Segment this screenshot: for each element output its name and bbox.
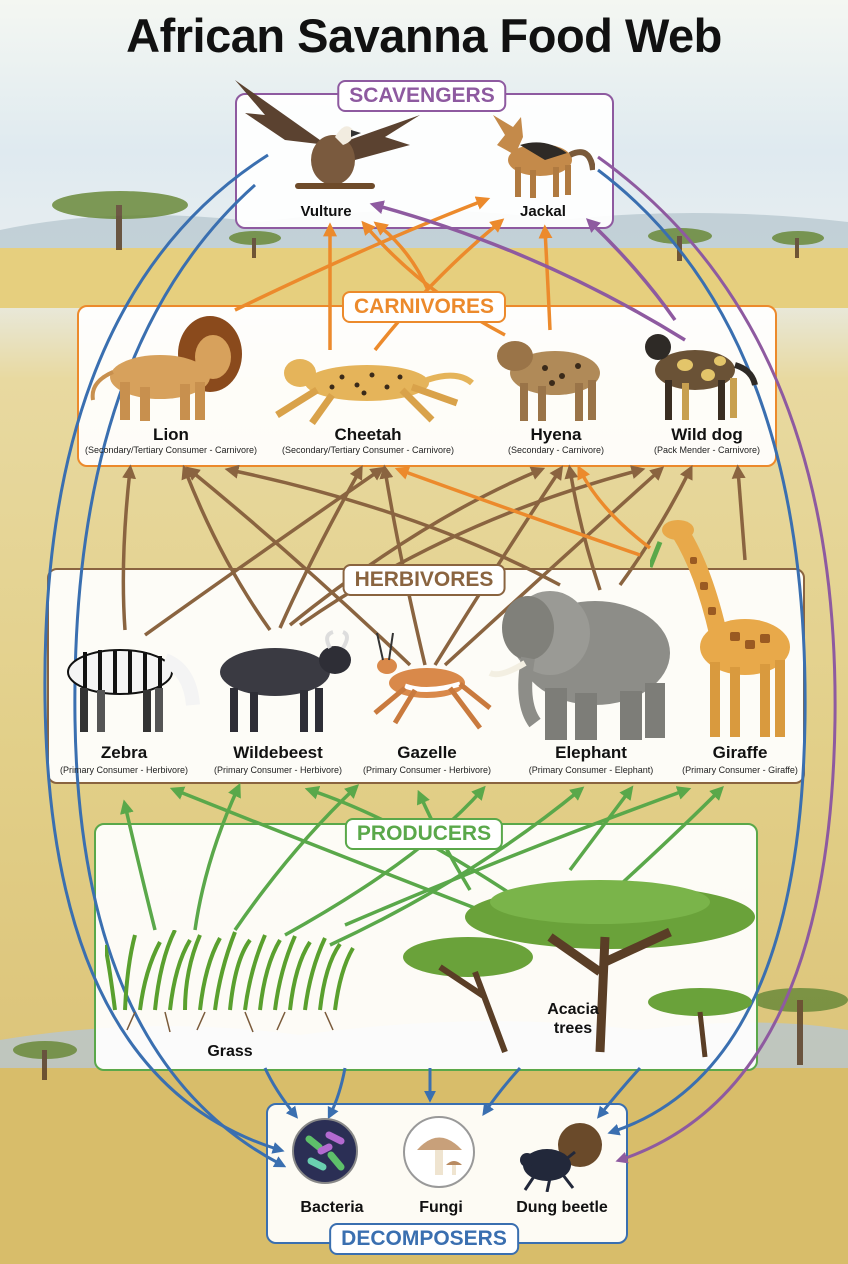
giraffe-to-cheetah — [394, 466, 641, 557]
zebra-to-lion — [121, 464, 137, 631]
vulture-to-bacteria — [43, 153, 285, 1154]
elephant-to-lion — [224, 464, 561, 587]
carnivores-label: CARNIVORES — [341, 291, 507, 323]
giraffe-name: Giraffe — [712, 743, 768, 762]
gazelle-to-lion — [185, 466, 412, 667]
dung-beetle-name: Dung beetle — [516, 1199, 608, 1216]
gazelle-role: (Primary Consumer - Herbivore) — [362, 765, 492, 775]
wildebeest-name: Wildebeest — [233, 743, 323, 762]
jackal-to-dung-beetle-b — [597, 155, 837, 1164]
grass-to-wildebeest — [193, 782, 241, 931]
elephant-role: (Primary Consumer - Elephant) — [528, 765, 654, 775]
grass-to-bacteria — [263, 1067, 298, 1119]
giraffe-icon — [650, 520, 790, 737]
vulture-to-bacteria-b — [73, 183, 287, 1168]
jackal-name: Jackal — [520, 203, 566, 220]
grass-to-elephant — [284, 785, 486, 937]
cheetah-role: (Secondary/Tertiary Consumer - Carnivore… — [281, 445, 455, 455]
acacia-to-elephant — [568, 785, 634, 872]
zebra-icon — [67, 649, 200, 732]
bacteria-name: Bacteria — [300, 1199, 364, 1216]
grass-icon — [105, 930, 355, 1033]
giraffe-role: (Primary Consumer - Giraffe) — [682, 765, 798, 775]
wildebeest-role: (Primary Consumer - Herbivore) — [213, 765, 343, 775]
zebra-role: (Primary Consumer - Herbivore) — [59, 765, 189, 775]
elephant-to-wild-dog — [618, 464, 693, 587]
elephant-name: Elephant — [555, 743, 627, 762]
gazelle-to-wild-dog — [443, 466, 665, 667]
fungi-icon — [403, 1116, 475, 1188]
grass-to-gazelle — [233, 784, 360, 931]
zebra-name: Zebra — [100, 743, 148, 762]
dung-beetle-icon — [520, 1123, 602, 1192]
hyena-name: Hyena — [530, 425, 582, 444]
acacia-trees-name: Acacia trees — [547, 1001, 599, 1037]
lion-to-jackal — [234, 196, 491, 312]
jackal-icon — [493, 115, 595, 198]
cheetah-name: Cheetah — [334, 425, 402, 444]
gazelle-name: Gazelle — [397, 743, 457, 762]
decomposers-label: DECOMPOSERS — [329, 1223, 519, 1255]
wildebeest-to-lion — [181, 464, 272, 632]
lion-name: Lion — [153, 425, 189, 444]
hyena-icon — [497, 341, 600, 421]
acacia-tree-icon — [403, 880, 755, 1058]
wild-dog-name: Wild dog — [671, 425, 743, 444]
bacteria-icon — [292, 1118, 358, 1184]
wild-dog-to-vulture — [369, 200, 686, 342]
giraffe-to-hyena — [577, 464, 652, 550]
vulture-name: Vulture — [300, 203, 352, 220]
lion-to-vulture-b — [373, 221, 430, 291]
hyena-to-jackal — [538, 224, 553, 331]
giraffe-to-wild-dog — [731, 464, 747, 561]
acacia-to-dung-beetle — [597, 1066, 642, 1119]
elephant-to-hyena — [564, 464, 602, 591]
wild-dog-to-jackal — [585, 218, 677, 322]
acacia-to-giraffe — [618, 786, 724, 887]
grass-to-giraffe-a — [329, 786, 585, 947]
gazelle-icon — [373, 632, 492, 730]
wild-dog-icon — [645, 334, 758, 420]
cheetah-icon — [275, 359, 474, 425]
lion-role: (Secondary/Tertiary Consumer - Carnivore… — [84, 445, 258, 455]
lion-icon — [90, 316, 242, 421]
jackal-to-dung-beetle — [597, 168, 807, 1136]
grass-to-bacteria-b — [327, 1067, 347, 1120]
acacia-to-zebra — [169, 786, 481, 912]
wildebeest-icon — [220, 630, 351, 732]
wild-dog-role: (Pack Mender - Carnivore) — [653, 445, 761, 455]
hyena-role: (Secondary - Carnivore) — [507, 445, 605, 455]
wildebeest-to-cheetah — [278, 465, 363, 629]
grass-name: Grass — [207, 1043, 253, 1060]
herbivores-label: HERBIVORES — [342, 564, 506, 596]
gazelle-to-hyena — [433, 465, 564, 666]
grass-to-zebra — [120, 799, 157, 931]
cheetah-to-jackal — [373, 218, 505, 352]
grass-to-giraffe-b — [344, 786, 692, 927]
vulture-icon — [235, 80, 420, 189]
scavengers-label: SCAVENGERS — [337, 80, 507, 112]
elephant-icon — [488, 591, 670, 740]
diagram-title: African Savanna Food Web — [126, 9, 722, 62]
fungi-name: Fungi — [419, 1199, 463, 1216]
wildebeest-to-hyena — [288, 466, 546, 627]
acacia-to-fungi — [482, 1066, 522, 1116]
gazelle-to-cheetah — [379, 464, 427, 666]
producers-label: PRODUCERS — [344, 818, 504, 850]
